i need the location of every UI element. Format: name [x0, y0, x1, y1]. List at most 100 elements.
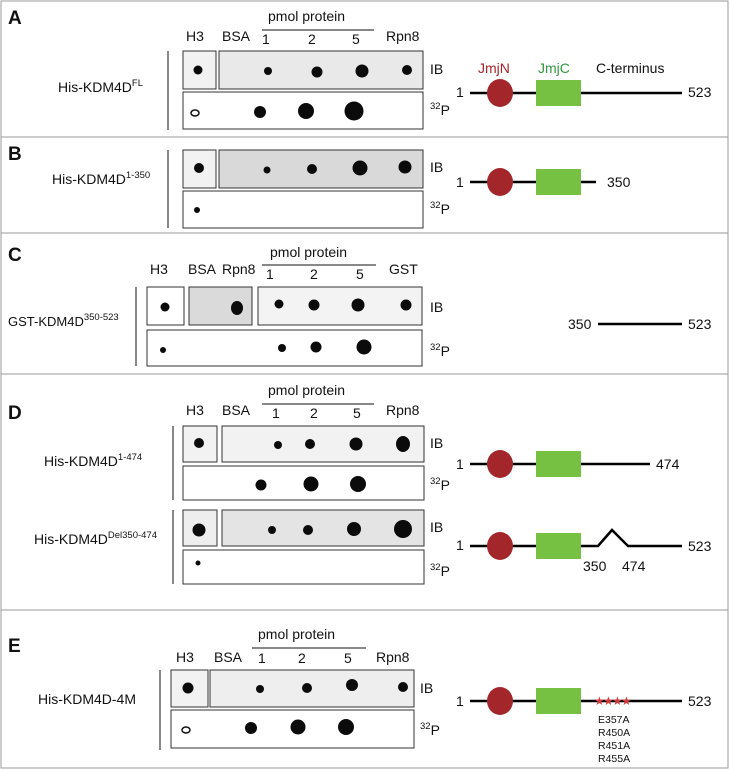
spot [298, 103, 314, 119]
spot [303, 476, 319, 492]
pmol-protein-header: pmol protein [268, 8, 345, 24]
tick-1: 1 [262, 31, 270, 47]
spot [263, 166, 271, 174]
spot [192, 523, 206, 537]
jmjc-domain [536, 533, 581, 559]
ib-label: IB [430, 299, 443, 315]
spot [398, 682, 408, 692]
ib-label: IB [420, 680, 433, 696]
blot-32p [182, 549, 425, 585]
tick-1: 1 [258, 650, 266, 666]
spot [254, 106, 266, 118]
ib-label: IB [430, 61, 443, 77]
spot [274, 441, 282, 449]
jmjc-domain [536, 80, 581, 106]
tick-1: 1 [266, 266, 274, 282]
spot [264, 67, 272, 75]
panel-d: D H3 BSA pmol protein 1 2 5 Rpn8 His-KDM… [0, 373, 729, 611]
spot [303, 525, 313, 535]
spot [308, 299, 320, 311]
spot [278, 344, 286, 352]
mutation-star-icon: ★ [621, 694, 632, 708]
spot [352, 160, 368, 176]
spot [231, 301, 243, 315]
mutation-label: E357A [598, 714, 630, 726]
spot [302, 683, 312, 693]
panel-c: C H3 BSA Rpn8 pmol protein 1 2 5 GST GST… [0, 232, 729, 375]
mutation-label: R451A [598, 740, 630, 752]
lane-label-h3: H3 [176, 649, 194, 665]
spot [182, 682, 194, 694]
deletion-start: 350 [583, 558, 607, 574]
map-end: 523 [688, 538, 712, 554]
spot [311, 66, 323, 78]
map-start: 1 [456, 84, 464, 100]
spot [349, 437, 363, 451]
ib-label: IB [430, 159, 443, 175]
spot [194, 438, 204, 448]
map-end: 523 [688, 316, 712, 332]
map-end: 523 [688, 84, 712, 100]
construct-label: GST-KDM4D350-523 [8, 312, 119, 329]
jmjn-label: JmjN [478, 60, 510, 76]
blot-ib-lanes [221, 509, 425, 547]
spot [350, 476, 366, 492]
spot [347, 522, 361, 536]
lane-label-bsa: BSA [222, 402, 251, 418]
p32-label: 32P [430, 476, 450, 493]
ib-label: IB [430, 435, 443, 451]
tick-5: 5 [344, 650, 352, 666]
blot-ib-lanes [218, 149, 424, 189]
p32-label: 32P [430, 342, 450, 359]
map-end: 350 [607, 174, 631, 190]
blot-32p [182, 190, 424, 229]
lane-label-rpn8: Rpn8 [386, 402, 420, 418]
mutation-stars: ★ ★ ★ ★ [594, 694, 632, 708]
map-start: 1 [456, 693, 464, 709]
spot [195, 560, 201, 566]
spot [190, 109, 200, 117]
spot [344, 101, 364, 121]
spot [338, 719, 354, 735]
spot [274, 299, 284, 309]
lane-label-gst: GST [389, 261, 418, 277]
tick-2: 2 [308, 31, 316, 47]
spot [290, 719, 306, 735]
spot [400, 299, 412, 311]
blot-ib-lanes [221, 425, 425, 463]
spot [394, 520, 412, 538]
jmjn-domain [487, 168, 513, 196]
panel-e: E H3 BSA pmol protein 1 2 5 Rpn8 His-KDM… [0, 609, 729, 769]
map-start: 1 [456, 174, 464, 190]
jmjc-domain [536, 169, 581, 195]
map-end: 523 [688, 693, 712, 709]
spot [268, 526, 276, 534]
mutation-label: R450A [598, 727, 630, 739]
spot [255, 479, 267, 491]
ib-label: IB [430, 519, 443, 535]
jmjn-domain [487, 532, 513, 560]
tick-2: 2 [298, 650, 306, 666]
construct-label: His-KDM4DFL [58, 78, 143, 95]
tick-5: 5 [352, 31, 360, 47]
p32-label: 32P [430, 101, 450, 118]
blot-32p [182, 465, 425, 501]
tick-2: 2 [310, 266, 318, 282]
spot [194, 163, 204, 173]
pmol-protein-header: pmol protein [258, 626, 335, 642]
lane-label-h3: H3 [186, 28, 204, 44]
spot [346, 679, 358, 691]
mutation-star-icon: ★ [603, 694, 614, 708]
lane-label-h3: H3 [186, 402, 204, 418]
construct-label-del350-474: His-KDM4DDel350-474 [34, 530, 157, 547]
blot-ib-lanes [257, 286, 423, 326]
construct-label: His-KDM4D1-350 [52, 170, 150, 187]
spot [194, 207, 200, 213]
spot [310, 341, 322, 353]
spot [245, 722, 257, 734]
spot [356, 339, 372, 355]
jmjn-domain [487, 450, 513, 478]
spot [307, 164, 317, 174]
spot [402, 65, 412, 75]
blot-ib-lanes [209, 669, 415, 708]
